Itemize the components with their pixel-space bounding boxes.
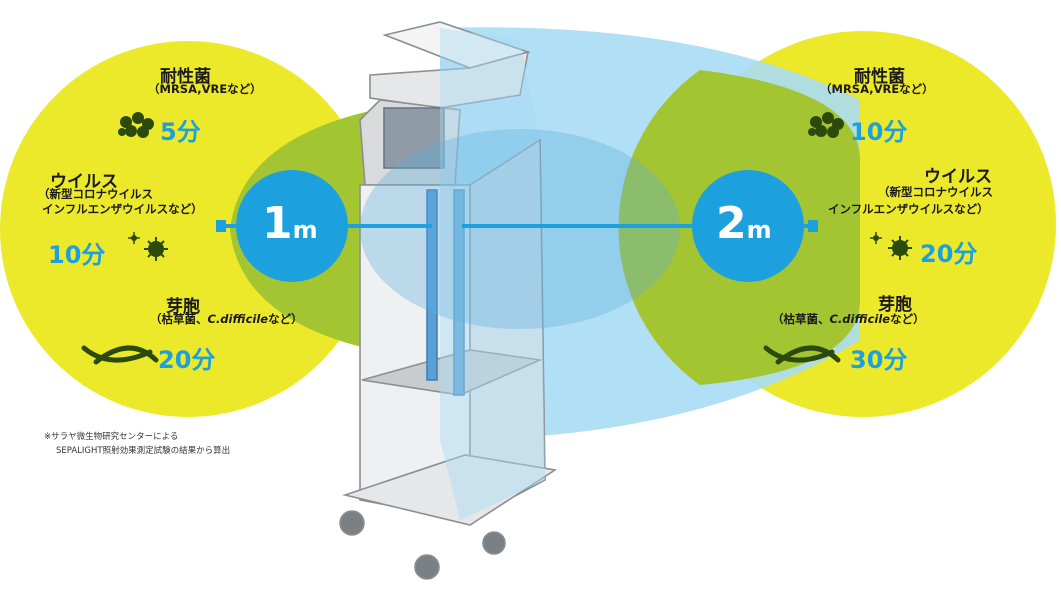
right-distance-unit: m [746, 216, 772, 244]
uv-beam-overlay [440, 28, 545, 520]
right-distance-value: 2 [716, 198, 747, 249]
left-resistant-sub: （MRSA,VREなど） [148, 82, 262, 96]
right-distance-label: 2m [716, 198, 772, 249]
left-distance-value: 1 [262, 198, 293, 249]
right-spore-time: 30分 [850, 346, 908, 374]
right-virus-title: ウイルス [924, 167, 992, 187]
left-resistant-time: 5分 [160, 118, 201, 146]
uv-core-ellipse [360, 129, 680, 329]
spore-icon [81, 345, 159, 365]
virus-icon [128, 232, 168, 261]
left-distance-unit: m [292, 216, 318, 244]
right-spore-sub-italic: C.difficile [829, 312, 891, 326]
left-virus-sub-2: インフルエンザウイルスなど） [42, 202, 203, 216]
footnote-line-2: SEPALIGHT照射効果測定試験の結果から算出 [56, 446, 231, 456]
left-distance-marker [216, 220, 226, 232]
right-spore-sub: （枯草菌、C.difficileなど） [772, 312, 925, 327]
right-resistant-time: 10分 [850, 118, 908, 146]
left-virus-title: ウイルス [50, 172, 118, 192]
left-spore-sub-italic: C.difficile [207, 312, 269, 326]
left-distance-label: 1m [262, 198, 318, 249]
right-resistant-sub: （MRSA,VREなど） [820, 82, 934, 96]
bacteria-cluster-icon [118, 112, 154, 138]
left-spore-sub: （枯草菌、C.difficileなど） [150, 312, 303, 327]
left-spore-time: 20分 [158, 346, 216, 374]
bacteria-cluster-icon [808, 112, 844, 138]
left-spore-title: 芽胞 [166, 297, 200, 317]
right-spore-sub-pre: （枯草菌、 [772, 312, 830, 326]
right-virus-sub-1: （新型コロナウイルス [878, 185, 993, 199]
left-spore-sub-post: など） [268, 312, 303, 326]
right-distance-marker [808, 220, 818, 232]
footnote-line-1: ※サラヤ微生物研究センターによる [44, 432, 179, 442]
left-range-circle [0, 41, 376, 417]
left-distance-badge [236, 170, 348, 282]
right-resistant-title: 耐性菌 [854, 67, 905, 87]
left-virus-sub-1: （新型コロナウイルス [38, 187, 153, 201]
left-virus-time: 10分 [48, 241, 106, 269]
right-spore-sub-post: など） [890, 312, 925, 326]
spore-icon [763, 345, 841, 365]
virus-icon [870, 232, 912, 260]
right-distance-badge [692, 170, 804, 282]
right-spore-title: 芽胞 [878, 295, 912, 315]
right-virus-sub-2: インフルエンザウイルスなど） [828, 202, 989, 216]
footnote: ※サラヤ微生物研究センターによる SEPALIGHT照射効果測定試験の結果から算… [44, 430, 230, 458]
left-resistant-title: 耐性菌 [160, 67, 211, 87]
uv-cabinet [339, 21, 558, 580]
left-spore-sub-pre: （枯草菌、 [150, 312, 208, 326]
right-virus-time: 20分 [920, 240, 978, 268]
